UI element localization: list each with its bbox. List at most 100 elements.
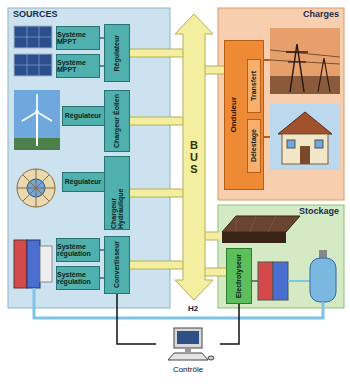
- transfer-box: Transfert: [247, 59, 261, 113]
- electrolyser-box: Electrolyseur: [226, 248, 252, 304]
- pv-panel: [14, 65, 52, 66]
- electrolyser-picture: [273, 262, 288, 300]
- house-picture: [270, 104, 340, 170]
- control-station: Contrôle: [156, 326, 220, 382]
- box-label: Système MPPT: [57, 31, 99, 46]
- house-picture: [270, 104, 340, 170]
- regulation-box: Système régulation: [56, 266, 100, 290]
- electrolyser-picture: [288, 280, 310, 282]
- load-wire: [264, 136, 270, 138]
- sources-region: SOURCES Système MPPT Système MPPT Régulateu…: [8, 8, 170, 308]
- bus-link: [205, 236, 218, 237]
- box-label: Délestage: [250, 129, 257, 162]
- pv-panel: [14, 54, 52, 76]
- mppt-box: Système MPPT: [56, 54, 100, 78]
- converter-box: Convertisseur: [104, 236, 130, 294]
- bus-link: [130, 262, 183, 269]
- hydro-turbine: [17, 169, 55, 207]
- region-fill: [218, 8, 344, 200]
- computer-icon: [177, 331, 199, 344]
- flow-label: H2: [187, 305, 199, 314]
- bus-link: [130, 53, 183, 54]
- bus-bar: BUS: [183, 14, 205, 300]
- loads-region: ChargesOnduleur TransfertDélestage: [218, 8, 344, 200]
- bus-link: [205, 272, 226, 273]
- computer-icon: [174, 328, 202, 348]
- bus-link: [130, 121, 183, 122]
- bus-arrow: [175, 14, 213, 300]
- regulator-box: Régulateur: [62, 172, 105, 192]
- storage-region: StockageElectrolyseur: [218, 205, 344, 308]
- hydrogen-pipe: [34, 288, 323, 318]
- control-wire: [220, 304, 239, 344]
- box-label: Contrôle: [173, 366, 203, 374]
- box-label: Régulateur: [65, 178, 102, 185]
- bus-link: [130, 189, 183, 198]
- electrolyser-picture: [252, 262, 310, 300]
- computer-icon: [156, 326, 220, 364]
- wind-turbine: [36, 112, 38, 146]
- wind-turbine: [37, 112, 52, 121]
- box-label: Onduleur: [230, 97, 238, 133]
- pv-panel: [14, 26, 52, 48]
- charger-box: Chargeur Hydraulique: [104, 156, 130, 230]
- box-label: Système régulation: [57, 243, 99, 258]
- control-wire: [117, 294, 156, 344]
- box-label: Chargeur Hydraulique: [110, 157, 125, 229]
- fuel-cell: [14, 240, 52, 288]
- hydrogen-tank: [310, 250, 336, 302]
- hydrogen-tank: [310, 258, 336, 302]
- hydro-turbine: [23, 175, 49, 201]
- house-picture: [315, 140, 323, 148]
- box-label: Electrolyseur: [235, 254, 242, 298]
- house-picture: [287, 140, 295, 148]
- battery-bank: [222, 216, 300, 232]
- bus-link: [130, 261, 183, 270]
- bus-link: [130, 118, 183, 125]
- bus-link: [205, 268, 226, 277]
- power-line-picture: [270, 60, 340, 64]
- fuel-cell: [27, 240, 40, 288]
- power-line-picture: [270, 28, 340, 94]
- bus-link: [130, 50, 183, 57]
- battery-bank: [222, 232, 286, 243]
- wind-turbine: [22, 112, 37, 121]
- bus-link: [130, 265, 183, 266]
- hydro-turbine: [23, 175, 49, 201]
- fuel-cell: [40, 246, 52, 282]
- charger-box: Chargeur Éolien: [104, 90, 130, 152]
- control-wire: [220, 304, 239, 344]
- bus-link: [205, 67, 224, 74]
- electrolyser-picture: [258, 262, 273, 300]
- wind-turbine: [35, 110, 39, 114]
- region-title: SOURCES: [13, 10, 165, 19]
- box-label: Système MPPT: [57, 59, 99, 74]
- mppt-box: Système MPPT: [56, 26, 100, 50]
- bus-link: [130, 190, 183, 197]
- house-picture: [300, 146, 310, 164]
- bus-link: [205, 232, 218, 241]
- wind-turbine: [36, 94, 38, 112]
- regulator-box: Régulateur: [104, 24, 130, 82]
- electrolyser-picture: [252, 280, 258, 282]
- computer-icon: [208, 356, 214, 360]
- pv-panel: [14, 37, 52, 38]
- battery-bank: [236, 216, 237, 232]
- bus-link: [205, 70, 224, 71]
- region-title: Charges: [223, 10, 339, 19]
- bus-link: [130, 193, 183, 194]
- power-line-picture: [270, 50, 340, 57]
- battery-bank: [268, 216, 276, 232]
- control-wire: [117, 294, 156, 344]
- load-wire: [264, 60, 270, 137]
- shedding-box: Délestage: [247, 119, 261, 173]
- load-wire: [264, 59, 270, 61]
- computer-icon: [168, 353, 208, 360]
- wind-turbine: [14, 90, 60, 150]
- region-fill: [218, 205, 344, 308]
- pv-panel: [14, 26, 52, 48]
- inverter-box: Onduleur TransfertDélestage: [224, 40, 264, 190]
- hydro-turbine: [17, 169, 55, 207]
- bus-link: [130, 49, 183, 58]
- box-label: Régulateur: [113, 35, 120, 72]
